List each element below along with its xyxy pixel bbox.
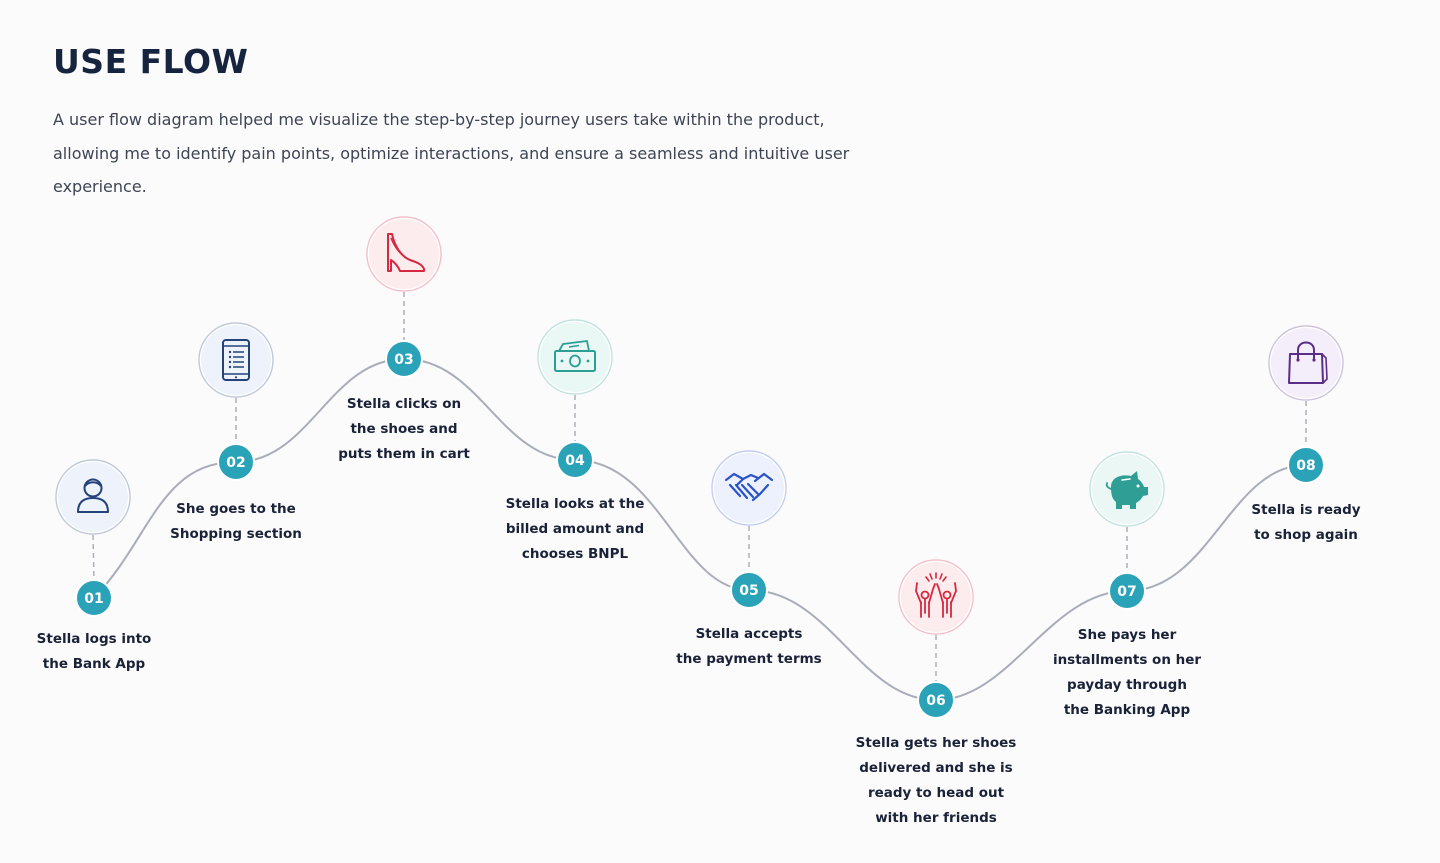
step-icon-badge	[711, 450, 787, 526]
step-number-node	[917, 681, 955, 719]
high-heel-shoe-icon	[387, 233, 425, 272]
step-icon-badge	[1268, 325, 1344, 401]
step-number-node	[730, 571, 768, 609]
intro-paragraph: A user flow diagram helped me visualize …	[53, 110, 850, 196]
step-label: Stella is ready to shop again	[1251, 502, 1361, 543]
step-icon-badge	[366, 216, 442, 292]
step-number: 06	[926, 693, 945, 709]
step-icon-badge	[1089, 451, 1165, 527]
step-label: Stella accepts the payment terms	[676, 626, 822, 667]
step-icon-badge	[55, 459, 131, 535]
tablet-list-icon	[222, 339, 250, 381]
step-label: Stella logs into the Bank App	[36, 631, 152, 672]
step-number: 01	[84, 591, 103, 607]
flow-step: 05	[711, 450, 787, 609]
step-number: 02	[226, 455, 245, 471]
user-icon	[77, 478, 109, 513]
step-number-node	[75, 579, 113, 617]
handshake-icon	[724, 472, 774, 502]
flow-step: 08	[1268, 325, 1344, 484]
step-number-node	[385, 340, 423, 378]
cash-icon	[554, 340, 596, 372]
piggy-bank-icon	[1105, 471, 1148, 509]
step-number: 05	[739, 583, 758, 599]
step-icon-badge	[198, 322, 274, 398]
shopping-bag-icon	[1288, 341, 1328, 384]
page-title: USE FLOW	[53, 42, 249, 81]
flow-step: 03	[366, 216, 442, 378]
step-number: 08	[1296, 458, 1315, 474]
step-label: Stella looks at the billed amount and ch…	[505, 496, 645, 562]
flow-path	[93, 357, 1307, 702]
step-label: She goes to the Shopping section	[170, 501, 302, 542]
flow-step: 06	[898, 559, 974, 719]
step-icon-badge	[898, 559, 974, 635]
step-icon-badge	[537, 319, 613, 395]
flow-step: 04	[537, 319, 613, 479]
step-number-node	[217, 443, 255, 481]
step-number: 04	[565, 453, 585, 469]
step-connector	[92, 534, 95, 581]
flow-step: 01	[55, 459, 131, 617]
step-number-node	[1287, 446, 1325, 484]
step-label: She pays her installments on her payday …	[1052, 627, 1202, 718]
step-number-node	[1108, 572, 1146, 610]
step-label: Stella clicks on the shoes and puts them…	[338, 396, 470, 462]
flow-step: 02	[198, 322, 274, 481]
flow-step: 07	[1089, 451, 1165, 610]
step-number: 07	[1117, 584, 1136, 600]
step-number-node	[556, 441, 594, 479]
step-number: 03	[394, 352, 413, 368]
high-five-icon	[915, 572, 957, 618]
step-label: Stella gets her shoes delivered and she …	[855, 735, 1017, 826]
